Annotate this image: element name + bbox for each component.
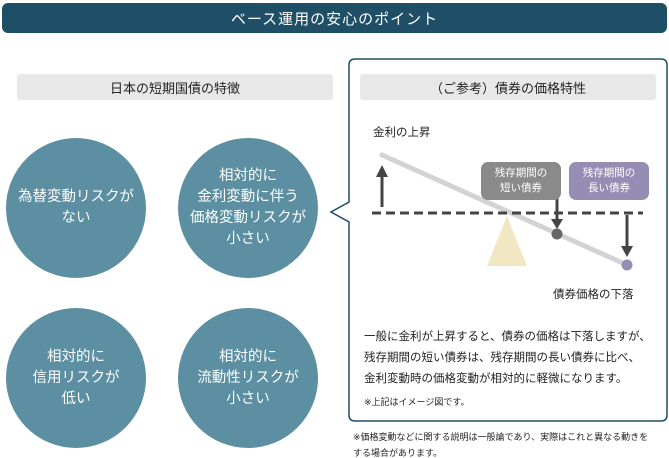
fulcrum-triangle: [487, 216, 527, 266]
rate-up-label: 金利の上昇: [373, 125, 431, 139]
right-section-label: （ご参考）債券の価格特性: [360, 74, 656, 100]
feature-circle-credit: 相対的に 信用リスクが 低い: [6, 308, 146, 448]
image-note: ※上記はイメージ図です。: [364, 398, 470, 408]
feature-circle-credit-text: 相対的に 信用リスクが 低い: [32, 348, 120, 407]
long-bond-marker: [621, 259, 633, 271]
feature-circle-liquidity-text: 相対的に 流動性リスクが 小さい: [197, 348, 299, 407]
feature-circle-fx-text: 為替変動リスクが ない: [18, 189, 134, 226]
short-bond-arrow-icon: [551, 219, 563, 229]
rate-up-arrow-icon: [376, 165, 388, 177]
feature-circle-interest-rate-text: 相対的に 金利変動に伴う 価格変動リスクが 小さい: [190, 168, 306, 247]
left-section-label-text: 日本の短期国債の特徴: [109, 81, 240, 97]
short-bond-tag: 残存期間の 短い債券: [481, 162, 561, 200]
right-section-label-text: （ご参考）債券の価格特性: [429, 81, 586, 97]
bond-price-description: 一般に金利が上昇すると、債券の価格は下落しますが、 残存期間の短い債券は、残存期…: [364, 329, 651, 385]
left-section-label: 日本の短期国債の特徴: [17, 74, 333, 100]
banner-title: ベース運用の安心のポイント: [230, 9, 439, 28]
feature-circle-liquidity: 相対的に 流動性リスクが 小さい: [178, 308, 318, 448]
long-bond-tag: 残存期間の 長い債券: [569, 162, 649, 200]
price-down-label: 債券価格の下落: [553, 287, 634, 301]
feature-circle-interest-rate: 相対的に 金利変動に伴う 価格変動リスクが 小さい: [178, 138, 318, 278]
general-footnote: ※価格変動などに関する説明は一般論であり、実際はこれと異なる動きを する場合があ…: [353, 433, 649, 458]
page-banner: ベース運用の安心のポイント: [2, 3, 667, 33]
seesaw-bar: [379, 152, 630, 268]
long-bond-arrow-icon: [621, 246, 633, 257]
short-bond-marker: [551, 228, 563, 240]
feature-circle-fx: 為替変動リスクが ない: [6, 138, 146, 278]
